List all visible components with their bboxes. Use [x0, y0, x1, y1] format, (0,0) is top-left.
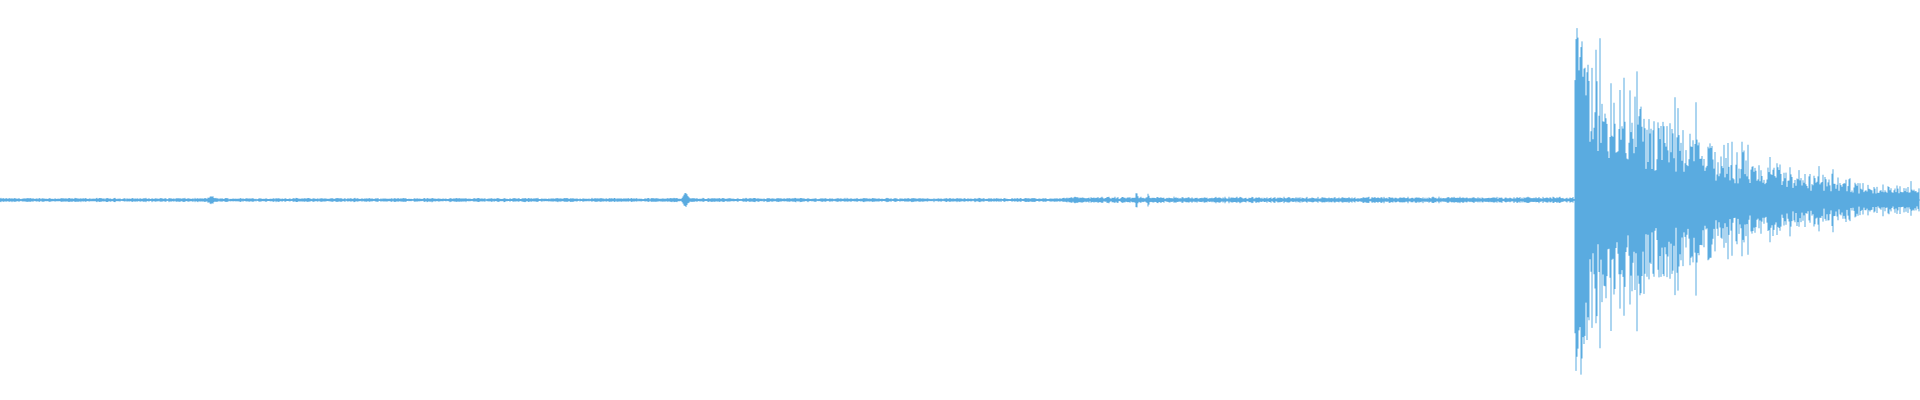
waveform-trace [0, 28, 1920, 375]
